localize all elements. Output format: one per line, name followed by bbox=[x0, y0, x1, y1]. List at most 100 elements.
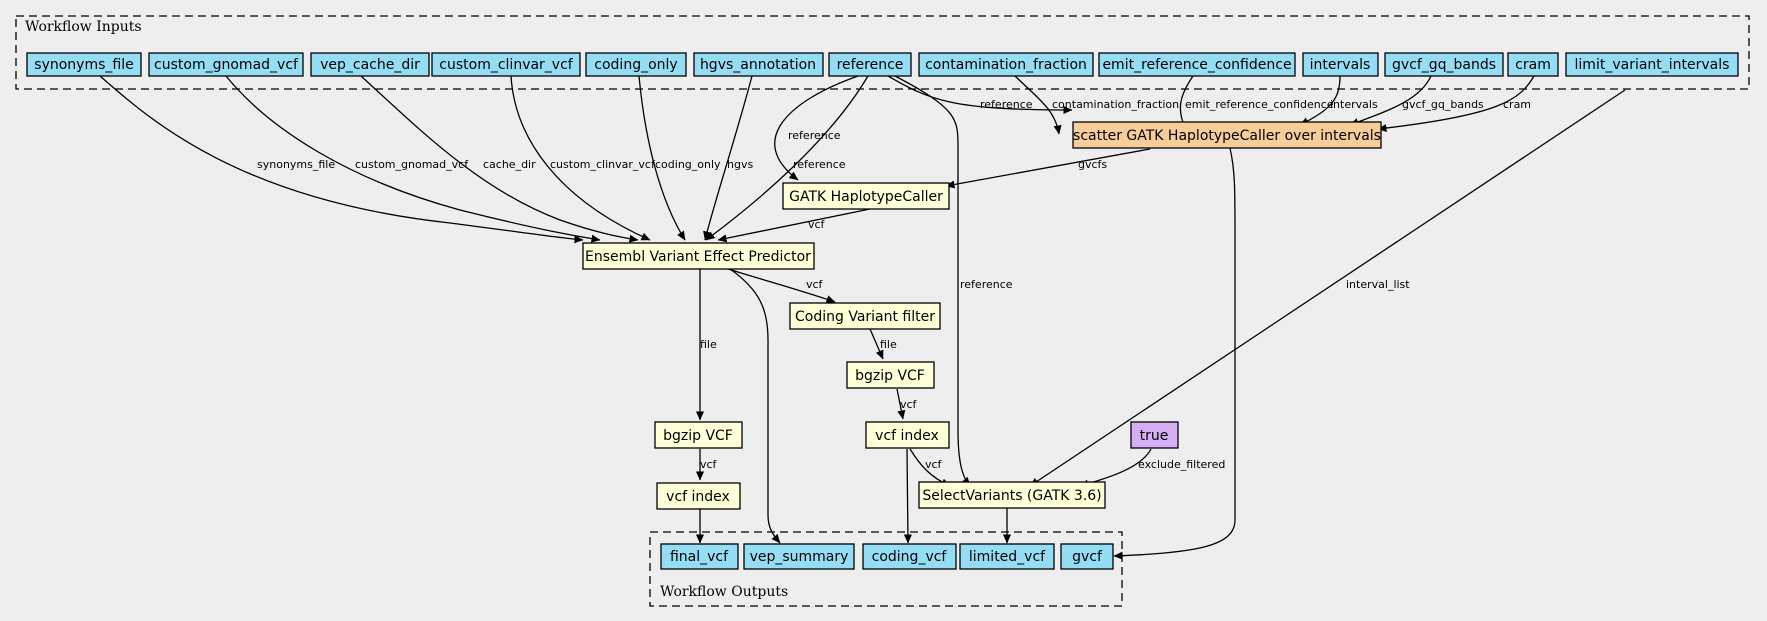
svg-text:scatter GATK HaplotypeCaller o: scatter GATK HaplotypeCaller over interv… bbox=[1073, 128, 1381, 144]
output-vep-summary[interactable]: vep_summary bbox=[743, 543, 855, 570]
svg-text:vcf index: vcf index bbox=[666, 489, 730, 505]
edge-vcf-bgzip-index: vcf bbox=[896, 388, 918, 420]
input-coding-only[interactable]: coding_only bbox=[585, 52, 687, 77]
edge-vcf-index-select: vcf bbox=[909, 448, 951, 487]
edge-label-gvcf-gq-bands: gvcf_gq_bands bbox=[1402, 98, 1484, 111]
svg-text:vcf index: vcf index bbox=[875, 428, 939, 444]
input-vep-cache-dir[interactable]: vep_cache_dir bbox=[310, 52, 430, 77]
edge-label-exclude-filtered: exclude_filtered bbox=[1138, 458, 1225, 471]
edge-custom-gnomad-vcf: custom_gnomad_vcf bbox=[225, 75, 601, 243]
edge-label-custom-gnomad-vcf: custom_gnomad_vcf bbox=[355, 158, 469, 171]
output-coding-vcf[interactable]: coding_vcf bbox=[862, 543, 957, 570]
output-final-vcf[interactable]: final_vcf bbox=[660, 543, 739, 570]
edge-label-vcf-index-select: vcf bbox=[925, 458, 943, 471]
input-intervals[interactable]: intervals bbox=[1302, 52, 1379, 77]
edge-label-custom-clinvar-vcf: custom_clinvar_vcf bbox=[550, 158, 656, 171]
output-gvcf[interactable]: gvcf bbox=[1060, 543, 1114, 570]
svg-text:final_vcf: final_vcf bbox=[670, 549, 729, 565]
input-contamination-fraction[interactable]: contamination_fraction bbox=[918, 52, 1094, 77]
svg-text:vep_cache_dir: vep_cache_dir bbox=[320, 57, 420, 73]
edge-label-intervals: intervals bbox=[1330, 98, 1378, 111]
svg-text:gvcf_gq_bands: gvcf_gq_bands bbox=[1392, 57, 1496, 73]
input-reference[interactable]: reference bbox=[828, 52, 912, 77]
svg-text:intervals: intervals bbox=[1310, 57, 1371, 73]
input-cram[interactable]: cram bbox=[1507, 52, 1559, 77]
svg-text:true: true bbox=[1140, 428, 1169, 444]
svg-text:vep_summary: vep_summary bbox=[750, 549, 849, 565]
edge-hgvs: hgvs bbox=[703, 75, 753, 241]
svg-text:hgvs_annotation: hgvs_annotation bbox=[700, 57, 816, 73]
svg-text:limit_variant_intervals: limit_variant_intervals bbox=[1575, 57, 1730, 73]
edge-label-reference-scatter: reference bbox=[980, 98, 1033, 111]
input-gvcf-gq-bands[interactable]: gvcf_gq_bands bbox=[1384, 52, 1504, 77]
edge-label-reference-vep: reference bbox=[793, 158, 846, 171]
output-limited-vcf[interactable]: limited_vcf bbox=[959, 543, 1055, 570]
edge-cache-dir: cache_dir bbox=[360, 75, 639, 243]
svg-text:reference: reference bbox=[837, 57, 904, 73]
input-custom-clinvar-vcf[interactable]: custom_clinvar_vcf bbox=[431, 52, 581, 77]
edge-label-vcf-hc-vep: vcf bbox=[808, 218, 826, 231]
edge-vcf-vep-filter: vcf bbox=[727, 268, 836, 304]
scatter-haplotypecaller-node[interactable]: scatter GATK HaplotypeCaller over interv… bbox=[1072, 121, 1382, 149]
edge-coding-vcf-out bbox=[903, 448, 912, 544]
edge-label-contamination-fraction: contamination_fraction bbox=[1052, 98, 1179, 111]
vep-node[interactable]: Ensembl Variant Effect Predictor bbox=[582, 242, 815, 270]
coding-variant-filter-node[interactable]: Coding Variant filter bbox=[789, 302, 941, 330]
vcf-index-final-node[interactable]: vcf index bbox=[656, 482, 741, 510]
true-constant-node[interactable]: true bbox=[1130, 421, 1179, 449]
input-custom-gnomad-vcf[interactable]: custom_gnomad_vcf bbox=[148, 52, 304, 77]
edge-label-emit-reference-confidence: emit_reference_confidence bbox=[1185, 98, 1334, 111]
input-synonyms-file[interactable]: synonyms_file bbox=[26, 52, 142, 77]
edge-vcf-bgzip-index-final: vcf bbox=[695, 449, 718, 481]
haplotypecaller-node[interactable]: GATK HaplotypeCaller bbox=[782, 182, 950, 210]
input-emit-reference-confidence[interactable]: emit_reference_confidence bbox=[1098, 52, 1296, 77]
svg-text:limited_vcf: limited_vcf bbox=[969, 549, 1046, 565]
edge-label-reference-hc: reference bbox=[788, 129, 841, 142]
edge-label-gvcfs: gvcfs bbox=[1078, 158, 1107, 171]
svg-text:SelectVariants (GATK 3.6): SelectVariants (GATK 3.6) bbox=[922, 488, 1101, 504]
edge-reference-hc: reference bbox=[774, 75, 859, 181]
bgzip-vcf-coding-node[interactable]: bgzip VCF bbox=[846, 361, 935, 389]
input-hgvs-annotation[interactable]: hgvs_annotation bbox=[693, 52, 824, 77]
workflow-outputs-cluster: Workflow Outputs bbox=[649, 531, 1123, 607]
workflow-inputs-cluster: Workflow Inputs bbox=[15, 15, 1750, 90]
edge-gvcfs: gvcfs bbox=[945, 148, 1151, 189]
output-nodes: final_vcf vep_summary coding_vcf limited… bbox=[660, 543, 1114, 570]
svg-text:Coding Variant filter: Coding Variant filter bbox=[795, 309, 935, 325]
bgzip-vcf-final-node[interactable]: bgzip VCF bbox=[654, 421, 743, 449]
input-nodes: synonyms_file custom_gnomad_vcf vep_cach… bbox=[26, 52, 1739, 77]
edges: synonyms_file custom_gnomad_vcf cache_di… bbox=[99, 75, 1626, 560]
edge-vep-summary-out bbox=[729, 268, 781, 544]
edge-label-file-filter-bgzip: file bbox=[880, 338, 897, 351]
input-limit-variant-intervals[interactable]: limit_variant_intervals bbox=[1565, 52, 1739, 77]
svg-text:Ensembl Variant Effect Predict: Ensembl Variant Effect Predictor bbox=[585, 249, 811, 265]
svg-text:coding_vcf: coding_vcf bbox=[872, 549, 948, 565]
svg-text:cram: cram bbox=[1515, 57, 1551, 73]
edge-label-coding-only: coding_only bbox=[655, 158, 721, 171]
vcf-index-coding-node[interactable]: vcf index bbox=[865, 421, 950, 449]
edge-exclude-filtered: exclude_filtered bbox=[1079, 448, 1225, 488]
edge-cram: cram bbox=[1377, 75, 1535, 133]
edge-vep-bgzip-final: file bbox=[695, 269, 717, 421]
svg-text:emit_reference_confidence: emit_reference_confidence bbox=[1102, 57, 1291, 73]
edge-label-vcf-bgzip-index-final: vcf bbox=[700, 458, 718, 471]
svg-text:synonyms_file: synonyms_file bbox=[34, 57, 133, 73]
svg-text:GATK HaplotypeCaller: GATK HaplotypeCaller bbox=[789, 189, 943, 205]
edge-label-vcf-bgzip-index: vcf bbox=[900, 398, 918, 411]
svg-text:custom_gnomad_vcf: custom_gnomad_vcf bbox=[154, 57, 299, 73]
edge-vcf-hc-vep: vcf bbox=[717, 208, 871, 243]
edge-reference-scatter: reference bbox=[887, 75, 1073, 115]
edge-label-cache-dir: cache_dir bbox=[483, 158, 536, 171]
step-nodes: scatter GATK HaplotypeCaller over interv… bbox=[582, 121, 1382, 510]
selectvariants-node[interactable]: SelectVariants (GATK 3.6) bbox=[918, 481, 1106, 509]
edge-coding-only: coding_only bbox=[638, 75, 721, 241]
svg-text:contamination_fraction: contamination_fraction bbox=[925, 57, 1087, 73]
svg-text:coding_only: coding_only bbox=[594, 57, 677, 73]
edge-contamination-fraction: contamination_fraction bbox=[1014, 75, 1179, 135]
edge-custom-clinvar-vcf: custom_clinvar_vcf bbox=[510, 75, 656, 241]
workflow-inputs-label: Workflow Inputs bbox=[25, 19, 142, 35]
svg-text:bgzip VCF: bgzip VCF bbox=[663, 428, 733, 444]
svg-text:custom_clinvar_vcf: custom_clinvar_vcf bbox=[439, 57, 574, 73]
edge-file-filter-bgzip: file bbox=[869, 328, 897, 360]
